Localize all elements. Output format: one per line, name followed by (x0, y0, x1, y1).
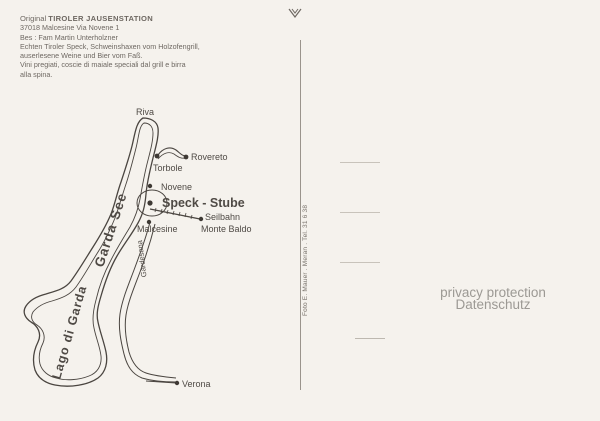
label-lago-di-garda: Lago di Garda (49, 284, 89, 381)
seilbahn-ticks (154, 207, 193, 220)
stamp-mark-icon (288, 8, 302, 18)
label-rovereto: Rovereto (191, 152, 228, 162)
label-monte-baldo: Monte Baldo (201, 224, 252, 234)
label-garda-see: Garda See (92, 190, 130, 268)
novene-dot (147, 183, 153, 189)
description-de-2: auserlesene Weine und Bier vom Faß. (20, 51, 143, 61)
novene-circle (136, 189, 168, 217)
gardesana-road (118, 221, 177, 383)
speck-stube-dot (147, 200, 153, 206)
rovereto-road (157, 147, 187, 157)
header-text-block: Original TIROLER JAUSENSTATION 37018 Mal… (20, 14, 270, 79)
description-it-2: alla spina. (20, 69, 53, 79)
rovereto-road-edge (157, 152, 187, 160)
label-gardesana: Gardesana (135, 239, 149, 278)
malcesine-dot (146, 219, 152, 225)
verona-dot (174, 380, 180, 386)
label-novene: Novene (161, 182, 192, 192)
rovereto-dot (183, 154, 189, 160)
center-divider (300, 40, 301, 390)
lake-outline (23, 117, 159, 387)
label-riva: Riva (136, 107, 154, 117)
address-line-2 (340, 212, 380, 213)
privacy-line-2: Datenschutz (455, 297, 531, 312)
seilbahn-line (149, 208, 201, 220)
description-it-1: Vini pregiati, coscie di maiale speciali… (20, 60, 186, 70)
privacy-line-1: privacy protection (440, 285, 546, 300)
address-line-4 (355, 338, 385, 339)
torbole-dot (154, 153, 160, 159)
monte-baldo-dot (198, 216, 204, 222)
business-name: TIROLER JAUSENSTATION (48, 14, 154, 23)
address-line-1 (340, 162, 380, 163)
label-seilbahn: Seilbahn (205, 212, 240, 222)
label-speck-stube: Speck - Stube (162, 196, 245, 210)
label-verona: Verona (182, 379, 211, 389)
owner-line: Bes : Fam Martin Unterholzner (20, 32, 118, 42)
lake-inner-outline (31, 122, 154, 381)
photographer-imprint: Foto E. Mauer . Meran . Tel. 31 6 38 (302, 204, 309, 316)
label-malcesine: Malcesine (137, 224, 178, 234)
description-de-1: Echten Tiroler Speck, Schweinshaxen vom … (20, 41, 200, 51)
verona-road (145, 380, 177, 384)
title-line: Original TIROLER JAUSENSTATION (20, 14, 270, 23)
privacy-watermark: privacy protection Datenschutz (428, 285, 558, 312)
address-line-3 (340, 262, 380, 263)
address-line: 37018 Malcesine Via Novene 1 (20, 23, 120, 33)
label-torbole: Torbole (153, 163, 183, 173)
gardesana-road-edge (124, 223, 177, 379)
title-prefix: Original (20, 14, 47, 23)
